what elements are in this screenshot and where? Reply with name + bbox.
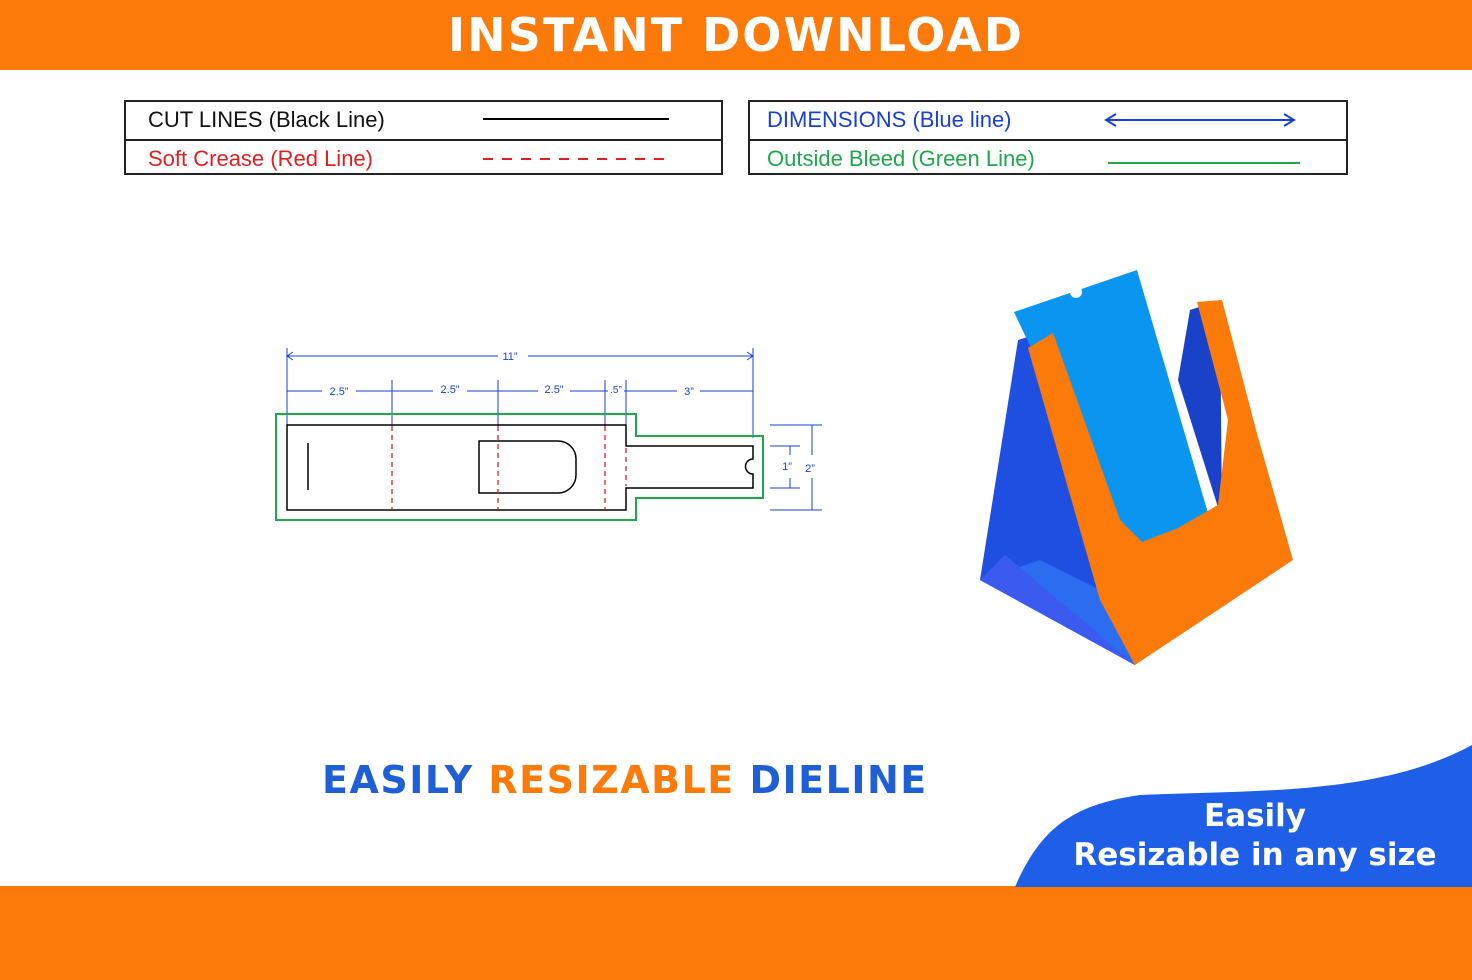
dim-panel-4: .5” [610, 385, 622, 396]
dim-overall-width: 11” [502, 351, 517, 363]
black-line-icon [483, 118, 669, 120]
dim-panel-1: 2.5” [330, 386, 349, 398]
legend-row-bleed: Outside Bleed (Green Line) [750, 139, 1346, 177]
dim-total-height: 2” [805, 463, 815, 475]
legend-cut-crease: CUT LINES (Black Line) Soft Crease (Red … [124, 100, 723, 175]
tagline-word-1: EASILY [322, 758, 474, 802]
tagline-word-2: RESIZABLE [488, 758, 735, 802]
tagline-word-3: DIELINE [749, 758, 928, 802]
tagline: EASILY RESIZABLE DIELINE [322, 758, 928, 802]
legend-row-cut: CUT LINES (Black Line) [126, 102, 721, 138]
soft-crease-label: Soft Crease (Red Line) [148, 146, 373, 171]
cut-lines-label: CUT LINES (Black Line) [148, 107, 385, 132]
top-banner: INSTANT DOWNLOAD [0, 0, 1472, 70]
badge-line-1: Easily [1203, 798, 1306, 834]
banner-title: INSTANT DOWNLOAD [448, 8, 1024, 62]
dim-tab-height: 1” [782, 461, 792, 473]
red-dashed-line-icon [483, 158, 669, 160]
outside-bleed-label: Outside Bleed (Green Line) [767, 146, 1035, 171]
cut-outline [286, 424, 754, 511]
legend-row-dimensions: DIMENSIONS (Blue line) [750, 102, 1346, 138]
window-cutout [478, 440, 577, 494]
footer-banner [0, 886, 1472, 980]
box-mockup-illustration [980, 270, 1293, 665]
double-arrow-icon [1104, 113, 1296, 127]
green-line-icon [1108, 162, 1300, 164]
dim-panel-3: 2.5” [545, 384, 564, 396]
bleed-outline [275, 413, 764, 521]
crease-lines [391, 426, 627, 509]
dimensions-label: DIMENSIONS (Blue line) [767, 107, 1012, 132]
badge-line-2: Resizable in any size [1073, 837, 1437, 873]
legend-row-crease: Soft Crease (Red Line) [126, 139, 721, 177]
dim-panel-5: 3” [684, 386, 694, 398]
dim-panel-2: 2.5” [441, 384, 460, 396]
legend-dimensions-bleed: DIMENSIONS (Blue line) Outside Bleed (Gr… [748, 100, 1348, 175]
